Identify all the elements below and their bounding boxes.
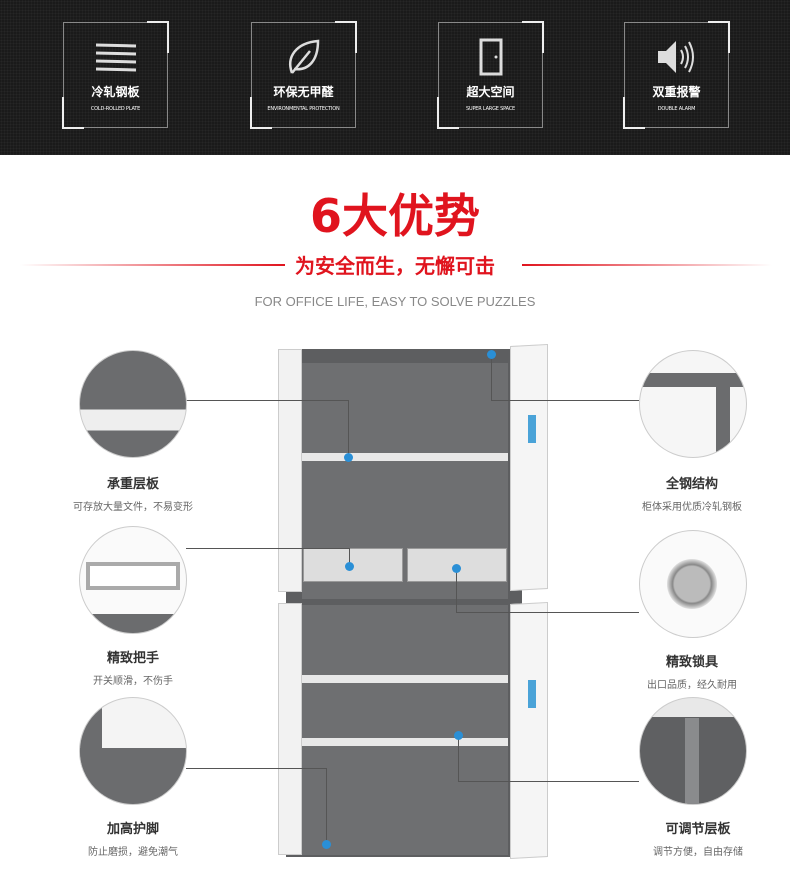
connector (491, 400, 639, 401)
detail-desc: 柜体采用优质冷轧钢板 (642, 502, 742, 513)
detail-title: 加高护脚 (106, 822, 159, 837)
detail-shelf-image (79, 350, 187, 458)
connector (186, 400, 349, 401)
detail-steel: 全钢结构柜体采用优质冷轧钢板 (612, 473, 772, 513)
detail-handle: 精致把手开关顺滑，不伤手 (53, 647, 213, 687)
connector (186, 768, 326, 769)
detail-adjustable-image (639, 697, 747, 805)
hotspot-dot (322, 840, 331, 849)
detail-lock-image (639, 530, 747, 638)
detail-shelf: 承重层板可存放大量文件，不易变形 (53, 473, 213, 513)
detail-desc: 调节方便，自由存储 (653, 847, 743, 858)
detail-steel-image (639, 350, 747, 458)
feature-subtitle: DOUBLE ALARM (657, 106, 696, 112)
detail-handle-image (79, 526, 187, 634)
detail-title: 承重层板 (106, 477, 159, 492)
hotspot-dot (454, 731, 463, 740)
detail-title: 全钢结构 (665, 477, 718, 492)
detail-title: 精致锁具 (665, 655, 718, 670)
connector (348, 400, 349, 457)
door-icon (439, 31, 542, 83)
detail-title: 精致把手 (106, 651, 159, 666)
detail-desc: 可存放大量文件，不易变形 (73, 502, 193, 513)
feature-title: 环保无甲醛 (273, 85, 334, 99)
feature-title: 双重报警 (652, 85, 701, 99)
detail-foot-image (79, 697, 187, 805)
feature-title: 超大空间 (466, 85, 515, 99)
detail-desc: 开关顺滑，不伤手 (93, 676, 173, 687)
feature-space: 超大空间 SUPER LARGE SPACE (437, 21, 544, 129)
speaker-icon (625, 31, 728, 83)
detail-adjustable: 可调节层板调节方便，自由存储 (618, 818, 778, 858)
connector (458, 781, 639, 782)
headline-subtitle: 为安全而生，无懈可击 (295, 254, 495, 278)
connector (456, 612, 639, 613)
cabinet-illustration (278, 344, 550, 860)
detail-title: 可调节层板 (665, 822, 731, 837)
connector (491, 354, 492, 400)
hotspot-dot (487, 350, 496, 359)
connector (186, 548, 350, 549)
connector (326, 768, 327, 842)
feature-cold-rolled: 冷轧钢板 COLD-ROLLED PLATE (62, 21, 169, 129)
feature-alarm: 双重报警 DOUBLE ALARM (623, 21, 730, 129)
divider-left (20, 264, 285, 266)
detail-desc: 出口品质，经久耐用 (647, 680, 737, 691)
hotspot-dot (452, 564, 461, 573)
detail-desc: 防止磨损，避免潮气 (88, 847, 178, 858)
feature-subtitle: COLD-ROLLED PLATE (90, 106, 141, 112)
hotspot-dot (344, 453, 353, 462)
connector (458, 736, 459, 781)
connector (456, 568, 457, 612)
feature-title: 冷轧钢板 (91, 85, 140, 99)
detail-lock: 精致锁具出口品质，经久耐用 (612, 651, 772, 691)
divider-right (522, 264, 772, 266)
steel-plates-icon (64, 31, 167, 83)
hotspot-dot (345, 562, 354, 571)
connector (349, 548, 350, 566)
feature-subtitle: ENVIRONMENTAL PROTECTION (267, 106, 340, 112)
feature-banner: 冷轧钢板 COLD-ROLLED PLATE 环保无甲醛 ENVIRONMENT… (0, 0, 790, 155)
headline-english: FOR OFFICE LIFE, EASY TO SOLVE PUZZLES (254, 294, 536, 309)
headline-title: 6大优势 (309, 189, 480, 243)
feature-subtitle: SUPER LARGE SPACE (466, 106, 515, 112)
feature-eco: 环保无甲醛 ENVIRONMENTAL PROTECTION (250, 21, 357, 129)
leaf-icon (252, 31, 355, 83)
detail-foot: 加高护脚防止磨损，避免潮气 (53, 818, 213, 858)
